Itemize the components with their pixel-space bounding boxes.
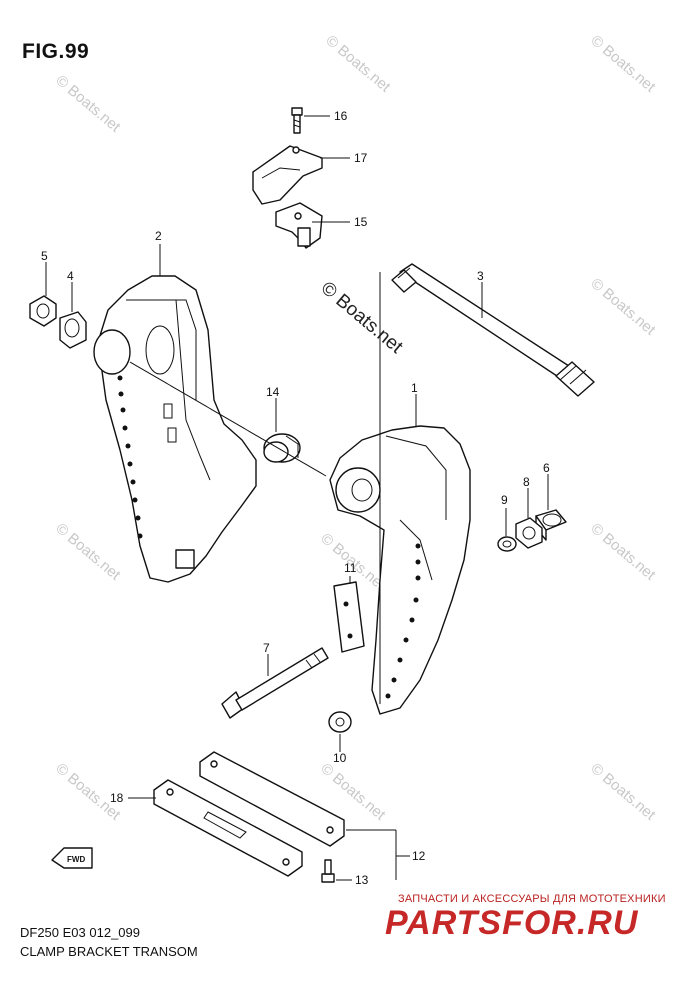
leader-lines — [45, 115, 549, 881]
watermark-text: © Boats.net — [52, 72, 124, 136]
part-2-clamp-bracket — [93, 275, 257, 583]
part-3-tilt-tube — [391, 263, 595, 397]
part-11-pad — [333, 581, 365, 653]
part-7-bolt — [221, 647, 329, 719]
watermark-text-large: © Boats.net — [317, 278, 407, 359]
callout-11: 11 — [344, 561, 357, 575]
watermark-text: © Boats.net — [587, 275, 659, 339]
callout-17: 17 — [354, 151, 368, 165]
callout-14: 14 — [266, 385, 280, 399]
watermark-text: © Boats.net — [52, 520, 124, 584]
part-9-washer — [497, 536, 517, 552]
part-12-plate-bar — [199, 751, 345, 847]
figure-name: CLAMP BRACKET TRANSOM — [20, 944, 198, 959]
callout-2: 2 — [155, 229, 162, 243]
callout-6: 6 — [543, 461, 550, 475]
part-1-clamp-bracket — [329, 425, 471, 715]
brand-logo: PARTSFOR.RU — [385, 904, 639, 942]
callout-3: 3 — [477, 269, 484, 283]
part-8-nut — [515, 517, 543, 549]
part-17-plate — [252, 145, 323, 205]
fwd-label: FWD — [67, 855, 85, 864]
callout-4: 4 — [67, 269, 74, 283]
callout-15: 15 — [354, 215, 368, 229]
callout-9: 9 — [501, 493, 508, 507]
part-4-washer — [59, 311, 87, 349]
watermark-text: © Boats.net — [587, 760, 659, 824]
figure-title: FIG.99 — [22, 40, 90, 63]
part-15-plate — [275, 202, 323, 249]
part-10-washer — [328, 711, 352, 733]
figure-model-code: DF250 E03 012_099 — [20, 925, 140, 940]
watermark-text: © Boats.net — [587, 32, 659, 96]
callout-1: 1 — [411, 381, 418, 395]
part-13-bolt — [321, 859, 335, 883]
part-14-bushing — [263, 433, 301, 463]
callout-labels: 16 17 15 2 5 4 3 1 14 6 8 9 11 7 10 18 1… — [41, 109, 550, 887]
callout-18: 18 — [110, 791, 124, 805]
watermark-text: © Boats.net — [587, 520, 659, 584]
callout-16: 16 — [334, 109, 348, 123]
callout-8: 8 — [523, 475, 530, 489]
part-5-nut — [29, 295, 57, 327]
callout-10: 10 — [333, 751, 347, 765]
part-18-plate-bar — [153, 779, 303, 877]
brand-tagline: ЗАПЧАСТИ И АКСЕССУАРЫ ДЛЯ МОТОТЕХНИКИ — [398, 893, 666, 905]
watermark-text: © Boats.net — [322, 32, 394, 96]
callout-13: 13 — [355, 873, 369, 887]
part-16-bolt — [291, 107, 303, 134]
callout-5: 5 — [41, 249, 48, 263]
callout-7: 7 — [263, 641, 270, 655]
forward-direction-arrow: FWD — [51, 847, 93, 869]
callout-12: 12 — [412, 849, 426, 863]
